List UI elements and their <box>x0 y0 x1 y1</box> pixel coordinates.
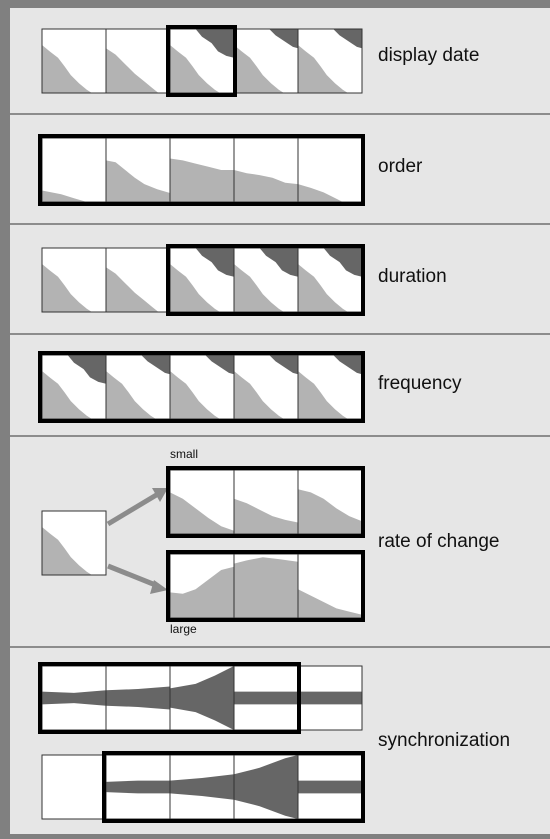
rate-large-cell-2-light-region <box>234 557 298 618</box>
sync-top-cell-5-band <box>298 692 362 705</box>
order-cell-1-frame <box>42 138 106 202</box>
rate-arrow-large-shaft <box>108 566 158 586</box>
rate-arrow-small-shaft <box>108 494 158 524</box>
sync-top-cell-2-band <box>106 687 170 710</box>
sync-bottom-cell-2-band <box>106 781 170 794</box>
sync-bottom-cell-5-band <box>298 781 362 794</box>
sync-bottom-cell-1-frame <box>42 755 106 819</box>
sync-top-cell-4-band <box>234 692 298 705</box>
